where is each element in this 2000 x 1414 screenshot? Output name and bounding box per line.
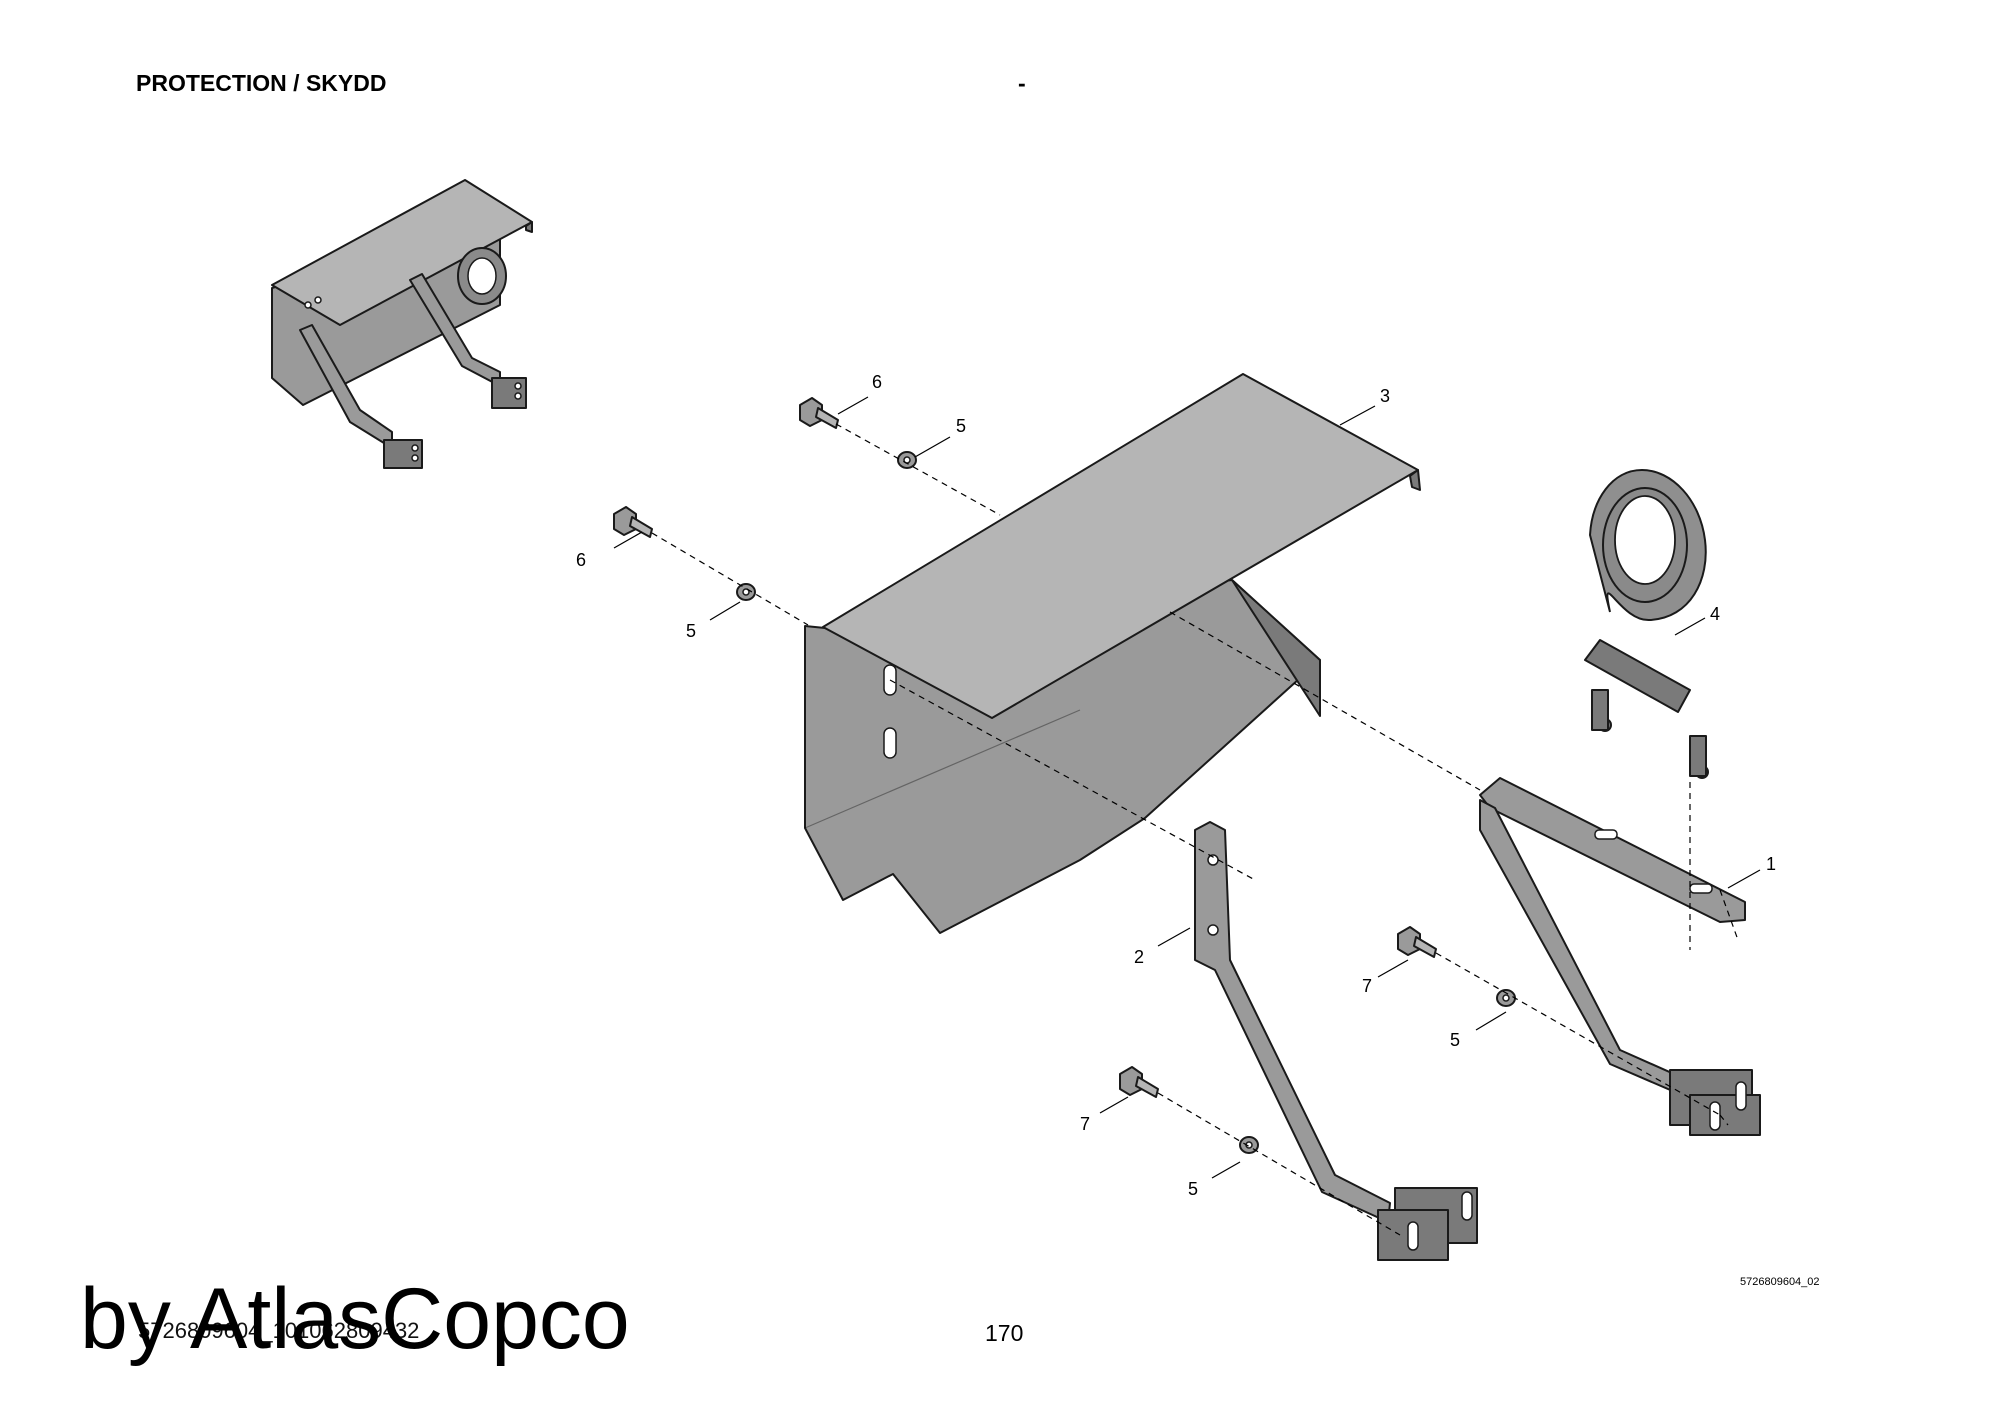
watermark: by AtlasCopco	[80, 1271, 630, 1367]
page-number: 170	[985, 1320, 1024, 1346]
callout-7: 7	[1080, 1114, 1090, 1134]
assembly-lines	[651, 423, 1739, 1236]
callout-4: 4	[1710, 604, 1720, 624]
overview-assembly	[271, 179, 533, 469]
callout-5: 5	[1450, 1030, 1460, 1050]
callout-2: 2	[1134, 947, 1144, 967]
callout-5: 5	[956, 416, 966, 436]
shield-plate	[804, 373, 1421, 934]
leader-lines	[613, 396, 1761, 1179]
callout-1: 1	[1766, 854, 1776, 874]
callout-7: 7	[1362, 976, 1372, 996]
callout-labels: 6 5 3 6 5 4 1 2 7 5 7 5	[576, 372, 1776, 1199]
callout-5: 5	[686, 621, 696, 641]
bracket-1	[1479, 777, 1761, 1136]
drawing-code: 5726809604_02	[1740, 1276, 1820, 1288]
callout-6: 6	[576, 550, 586, 570]
callout-6: 6	[872, 372, 882, 392]
callout-3: 3	[1380, 386, 1390, 406]
page-title: PROTECTION / SKYDD	[136, 70, 387, 96]
document-reference: 5726809604_101062809432	[138, 1318, 420, 1343]
exhaust-clamp	[1584, 468, 1709, 779]
bracket-2	[1194, 821, 1478, 1261]
callout-5: 5	[1188, 1179, 1198, 1199]
fasteners	[613, 397, 1516, 1154]
header-separator: -	[1018, 70, 1026, 96]
